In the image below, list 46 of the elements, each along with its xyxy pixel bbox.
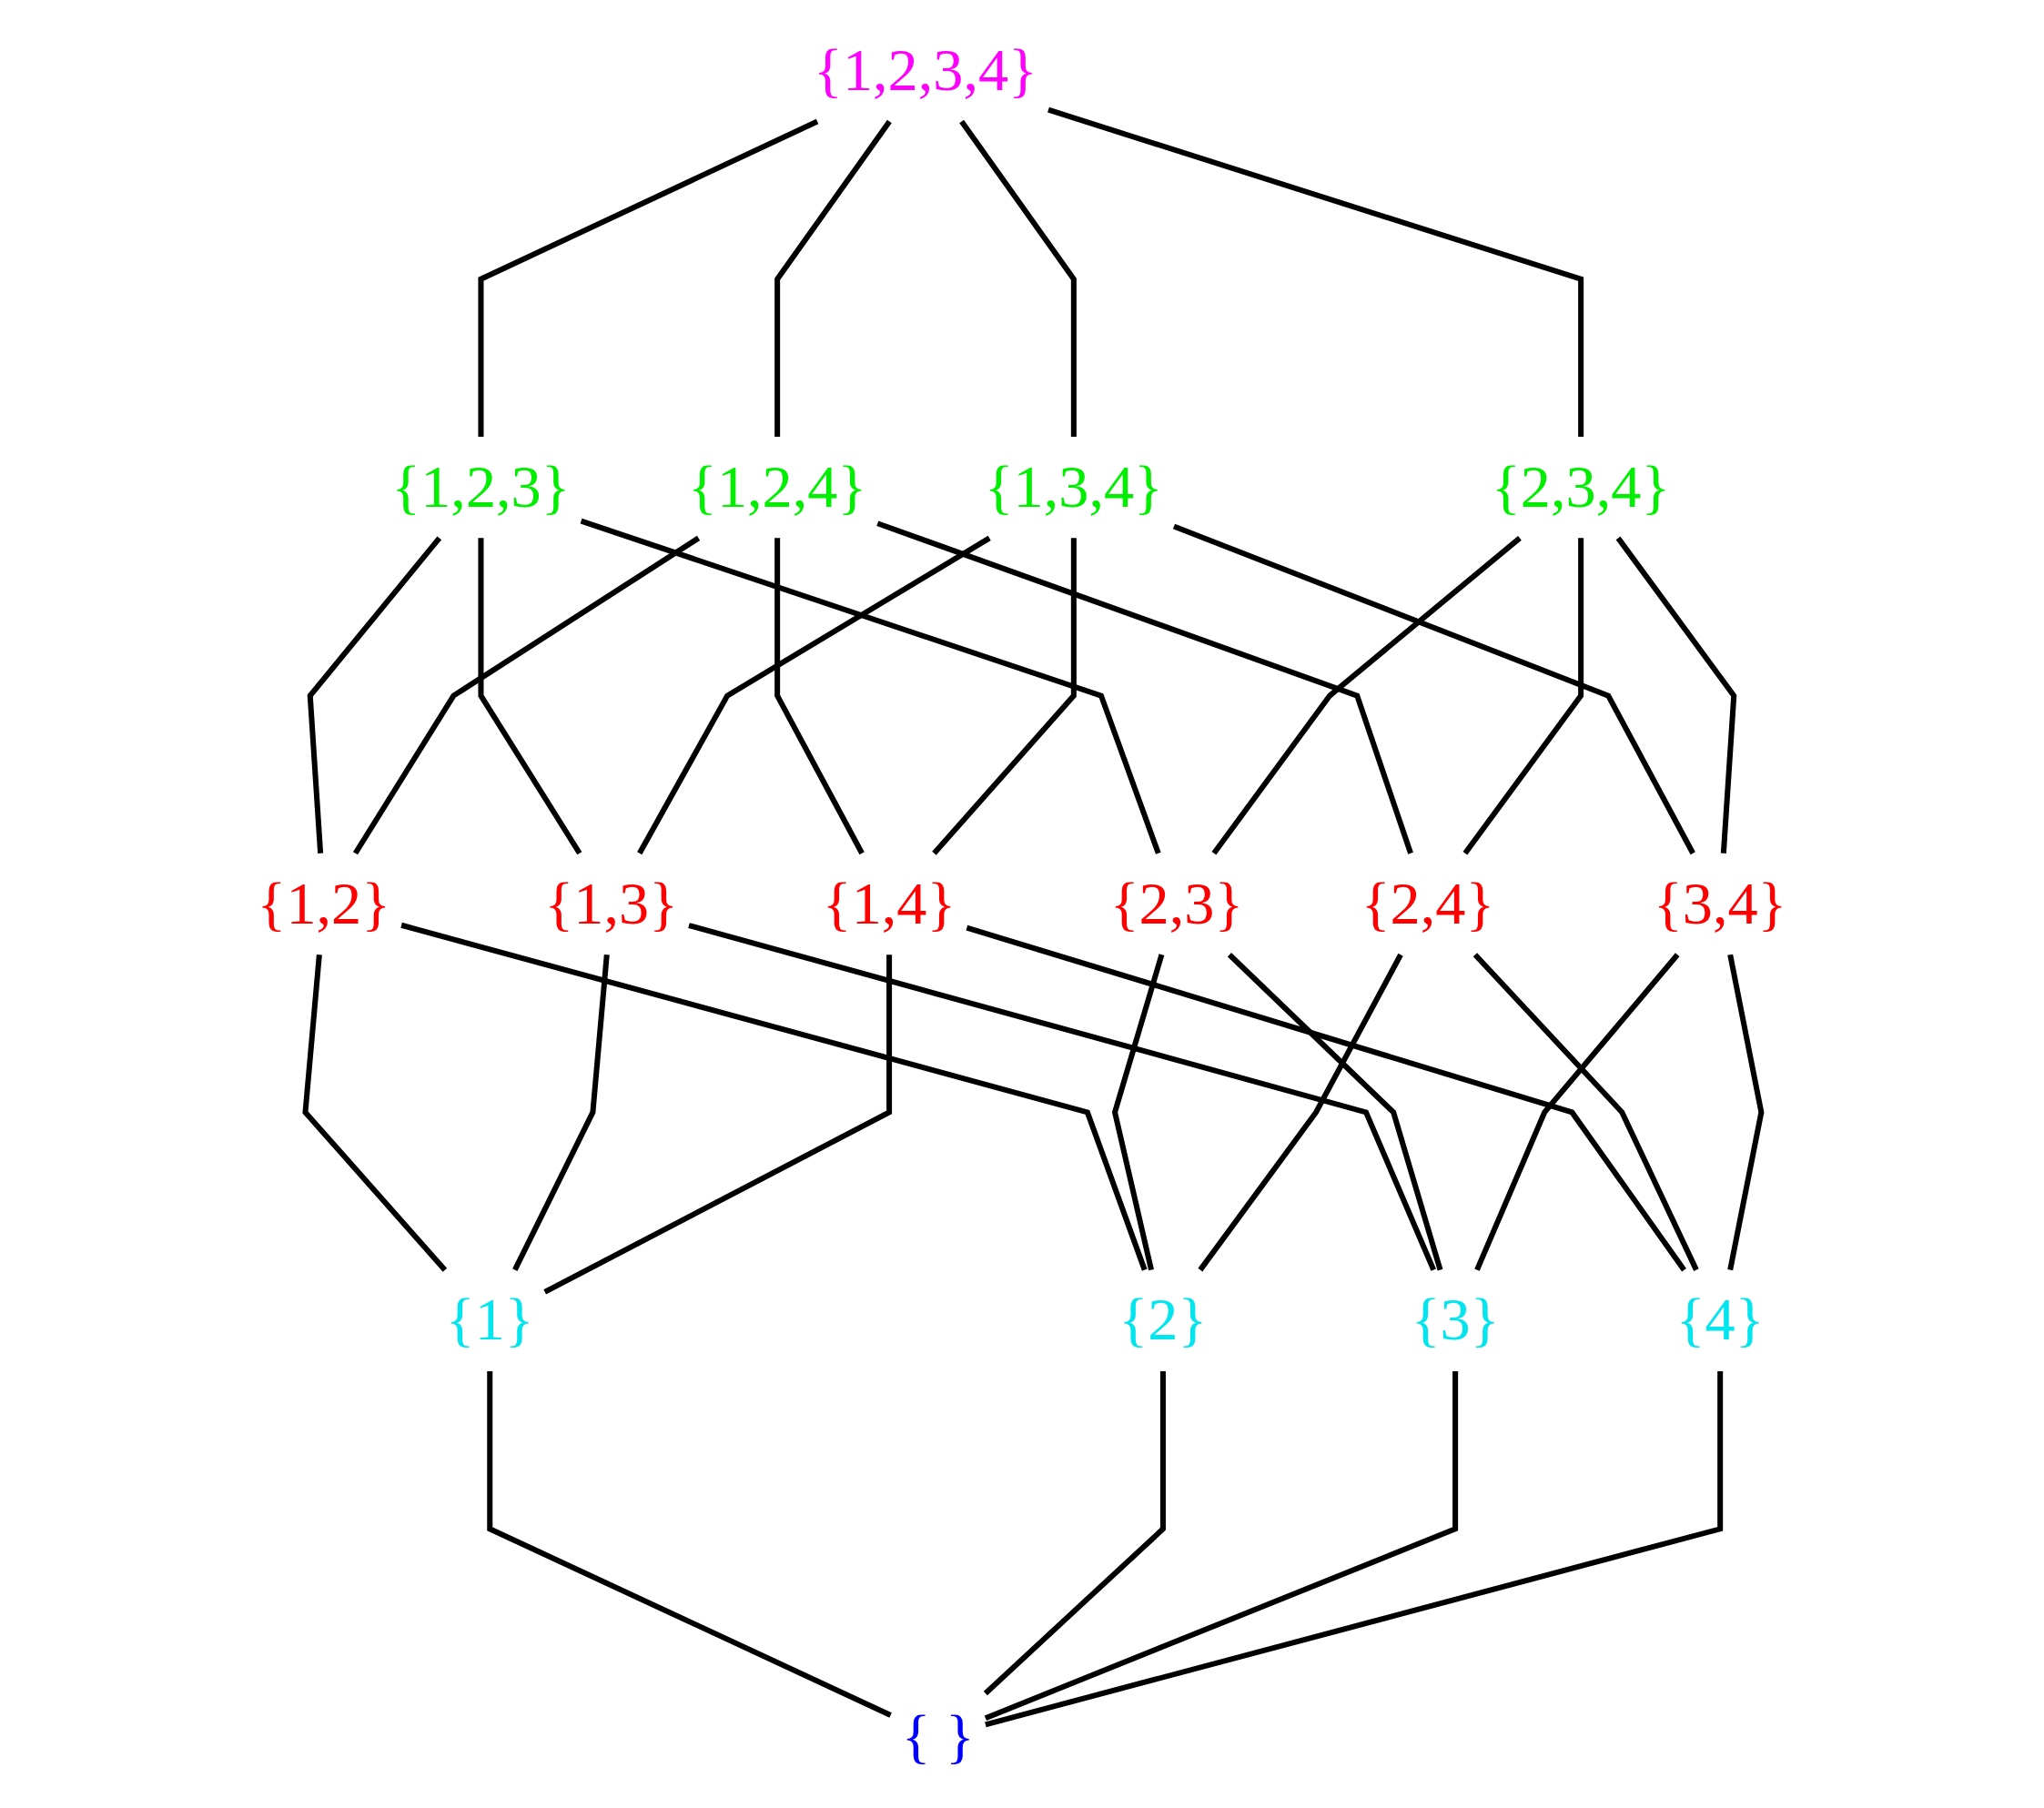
node-text: {2} — [1118, 1286, 1208, 1354]
node-text: { } — [901, 1702, 975, 1771]
connector — [302, 954, 448, 1272]
connector — [932, 538, 1077, 855]
connector — [478, 118, 819, 437]
connector — [580, 518, 1161, 854]
connector — [1615, 536, 1737, 853]
connector — [959, 119, 1077, 437]
connector — [876, 520, 1413, 854]
connector — [1198, 953, 1403, 1272]
node-text: {1,2} — [257, 869, 391, 937]
connector — [1727, 954, 1765, 1271]
connector — [637, 535, 991, 855]
connector — [487, 1371, 892, 1718]
connector — [688, 923, 1436, 1271]
node-text: {2,4} — [1361, 869, 1495, 937]
connector — [512, 954, 610, 1271]
node-text: {3,4} — [1653, 869, 1787, 937]
connector — [984, 1371, 1459, 1721]
connector — [1211, 536, 1522, 855]
node-text: {1,3,4} — [984, 452, 1163, 520]
node-text: {1,3} — [544, 869, 678, 937]
node-text: {4} — [1675, 1286, 1765, 1354]
connector — [774, 119, 892, 437]
connector — [400, 922, 1148, 1271]
connector — [983, 1371, 1166, 1696]
connector — [352, 535, 701, 855]
connector — [1462, 538, 1584, 855]
node-text: {2,3} — [1109, 869, 1244, 937]
node-text: {1} — [445, 1286, 534, 1354]
connector — [543, 955, 893, 1295]
connector — [478, 538, 582, 855]
connector — [1111, 954, 1165, 1271]
node-text: {1,2,4} — [688, 452, 867, 520]
connector — [1172, 523, 1695, 855]
connector — [1047, 106, 1584, 437]
connector — [1227, 953, 1443, 1271]
node-text: {1,4} — [822, 869, 956, 937]
node-text: {1,2,3,4} — [814, 36, 1037, 104]
node-text: {3} — [1411, 1286, 1500, 1354]
node-text: {2,3,4} — [1492, 452, 1671, 520]
node-text: {1,2,3} — [391, 452, 571, 520]
connector — [985, 1371, 1724, 1728]
connector — [966, 924, 1686, 1272]
connector — [774, 538, 865, 855]
connector — [307, 536, 442, 853]
